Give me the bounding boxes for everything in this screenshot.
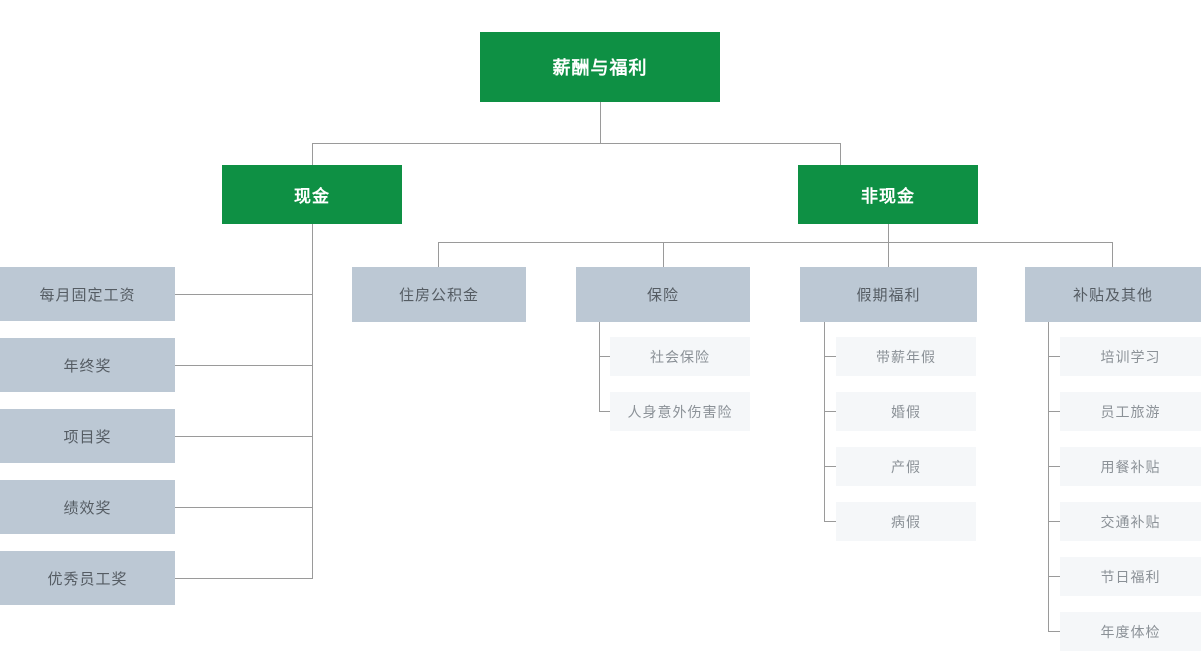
connector-line (600, 102, 601, 143)
node-meal-subsidy: 用餐补贴 (1060, 447, 1201, 486)
node-maternity-leave: 产假 (836, 447, 976, 486)
node-paid-annual-leave: 带薪年假 (836, 337, 976, 376)
connector-line (175, 507, 312, 508)
connector-line (438, 242, 439, 267)
connector-line (175, 578, 312, 579)
connector-line (438, 242, 1113, 243)
connector-line (888, 224, 889, 243)
connector-line (824, 411, 836, 412)
node-excellent-employee-award: 优秀员工奖 (0, 551, 175, 605)
node-year-end-bonus: 年终奖 (0, 338, 175, 392)
connector-line (824, 322, 825, 522)
connector-line (599, 356, 610, 357)
node-monthly-salary: 每月固定工资 (0, 267, 175, 321)
connector-line (840, 143, 841, 165)
node-housing-fund: 住房公积金 (352, 267, 526, 322)
connector-line (1048, 322, 1049, 632)
node-employee-travel: 员工旅游 (1060, 392, 1201, 431)
connector-line (888, 242, 889, 267)
node-project-bonus: 项目奖 (0, 409, 175, 463)
node-sick-leave: 病假 (836, 502, 976, 541)
connector-line (312, 143, 313, 165)
connector-line (824, 356, 836, 357)
connector-line (312, 143, 841, 144)
node-holiday-benefits: 假期福利 (800, 267, 977, 322)
connector-line (1048, 411, 1060, 412)
connector-line (599, 411, 610, 412)
node-noncash: 非现金 (798, 165, 978, 224)
node-cash: 现金 (222, 165, 402, 224)
connector-line (1048, 356, 1060, 357)
node-training: 培训学习 (1060, 337, 1201, 376)
connector-line (1048, 521, 1060, 522)
connector-line (175, 436, 312, 437)
connector-line (599, 322, 600, 412)
node-social-insurance: 社会保险 (610, 337, 750, 376)
node-root: 薪酬与福利 (480, 32, 720, 102)
connector-line (1048, 466, 1060, 467)
node-performance-bonus: 绩效奖 (0, 480, 175, 534)
node-accident-insurance: 人身意外伤害险 (610, 392, 750, 431)
node-subsidies-others: 补贴及其他 (1025, 267, 1201, 322)
connector-line (824, 466, 836, 467)
connector-line (1048, 576, 1060, 577)
connector-line (824, 521, 836, 522)
connector-line (1112, 242, 1113, 267)
connector-line (175, 294, 312, 295)
node-insurance: 保险 (576, 267, 750, 322)
node-marriage-leave: 婚假 (836, 392, 976, 431)
connector-line (312, 224, 313, 579)
connector-line (175, 365, 312, 366)
connector-line (1048, 631, 1060, 632)
node-festival-benefits: 节日福利 (1060, 557, 1201, 596)
node-annual-checkup: 年度体检 (1060, 612, 1201, 651)
node-transport-subsidy: 交通补贴 (1060, 502, 1201, 541)
connector-line (663, 242, 664, 267)
